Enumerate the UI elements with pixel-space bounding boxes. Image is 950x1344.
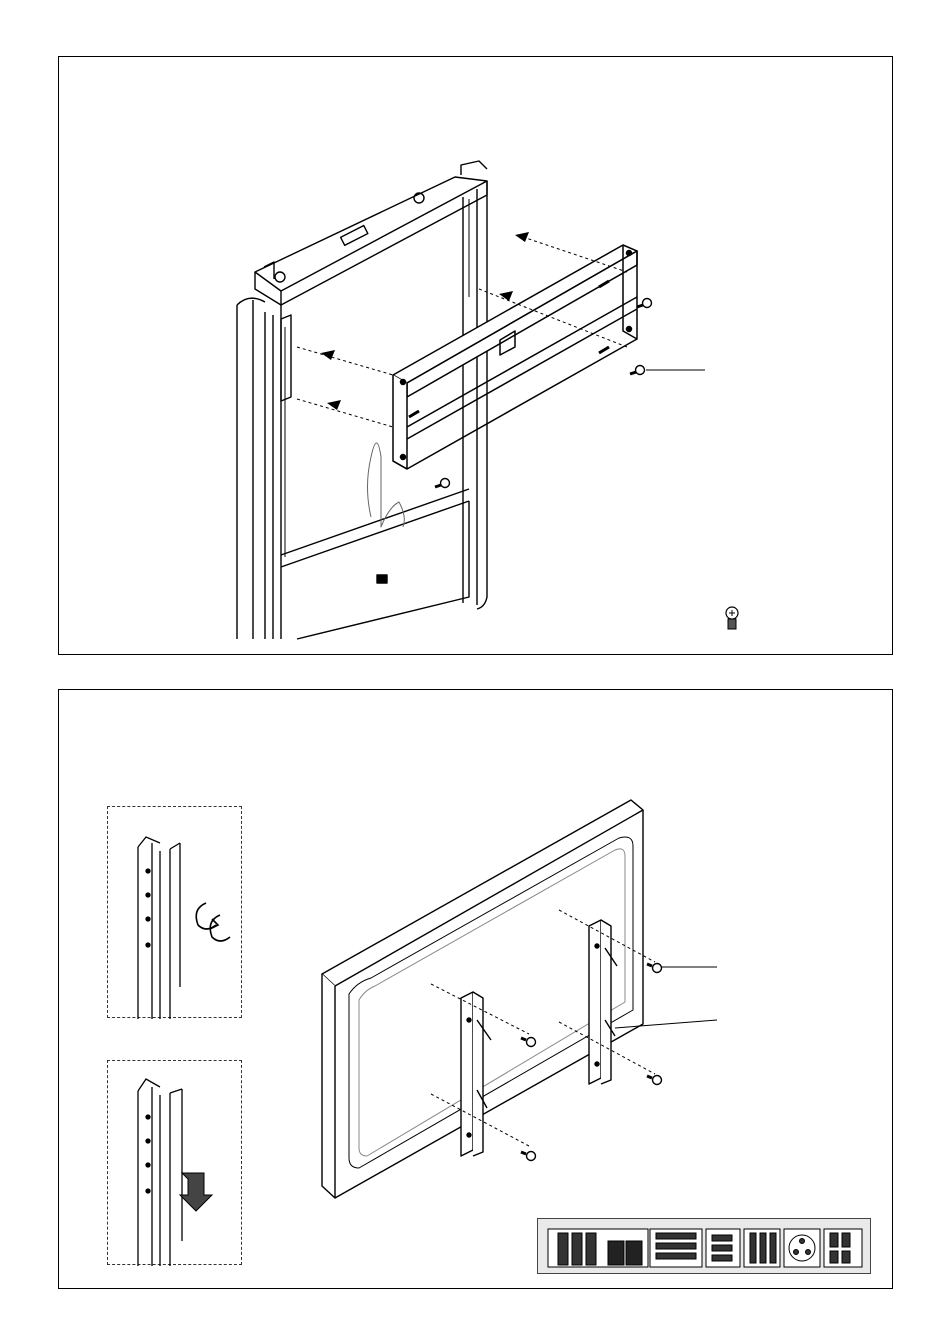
display-screw-2: [647, 1076, 662, 1085]
detail-slide-inset: [107, 1060, 242, 1265]
slide-detail-illustration: [108, 1061, 243, 1266]
display-screw-4: [521, 1152, 536, 1161]
rotate-detail-illustration: [108, 807, 243, 1019]
detail-rotate-inset: [107, 806, 242, 1018]
frame-bracket: [393, 245, 637, 469]
stand-left-rail: [281, 315, 291, 557]
step-1-illustration: [59, 57, 894, 656]
rotate-arrow-icon: [196, 903, 216, 929]
display-screw-1: [647, 964, 662, 973]
slide-down-arrow-icon: [180, 1173, 212, 1211]
hardware-tray-illustration: [538, 1219, 872, 1275]
stand-top-beam: [255, 161, 487, 305]
vertical-bracket-left: [461, 992, 491, 1156]
screw-icon: [726, 607, 738, 629]
screw-1: [637, 299, 652, 308]
display-screw-3: [521, 1038, 536, 1047]
stand-left-column: [237, 298, 273, 639]
screw-2: [630, 366, 645, 375]
screw-3: [435, 479, 450, 488]
hardware-tray-icon: [537, 1218, 871, 1274]
leader-line-3: [615, 1020, 717, 1028]
step-2-panel: [58, 689, 893, 1289]
vertical-bracket-right: [589, 920, 617, 1084]
step-1-panel: [58, 56, 893, 655]
